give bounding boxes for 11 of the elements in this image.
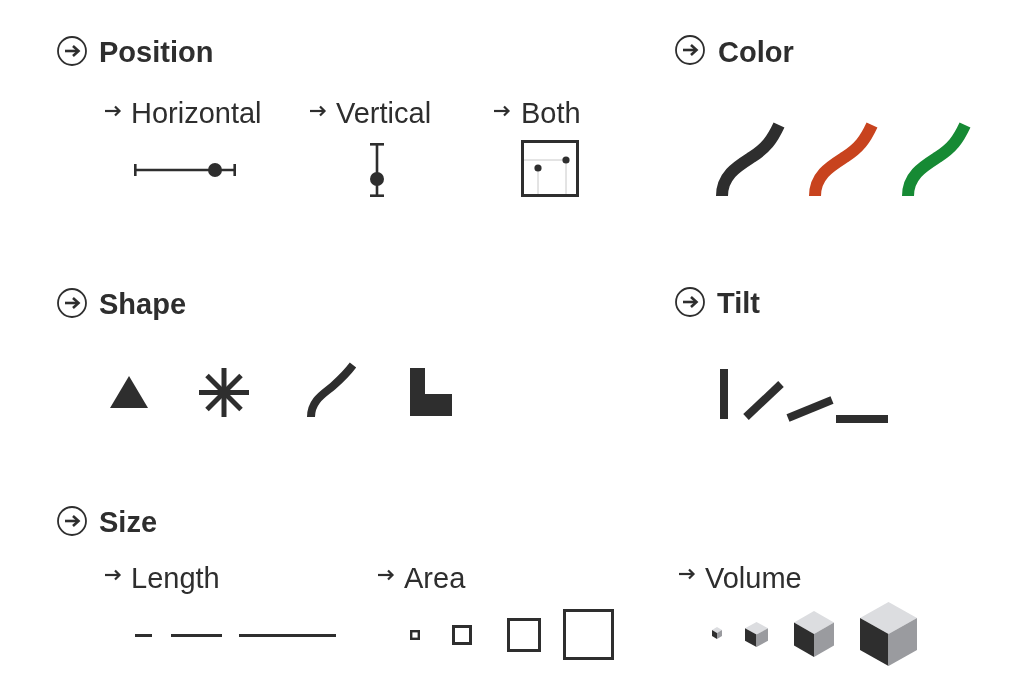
section-heading: Shape <box>99 290 187 319</box>
sub-heading: Volume <box>705 563 802 593</box>
section-heading: Tilt <box>717 289 760 318</box>
sub-heading: Length <box>131 563 220 593</box>
sub-heading: Both <box>521 98 581 128</box>
sub-heading: Vertical <box>336 98 432 128</box>
section-heading: Color <box>718 38 794 67</box>
sub-heading: Horizontal <box>131 98 262 128</box>
sub-heading: Area <box>404 563 466 593</box>
section-heading: Position <box>99 37 214 67</box>
section-heading: Size <box>99 508 158 537</box>
